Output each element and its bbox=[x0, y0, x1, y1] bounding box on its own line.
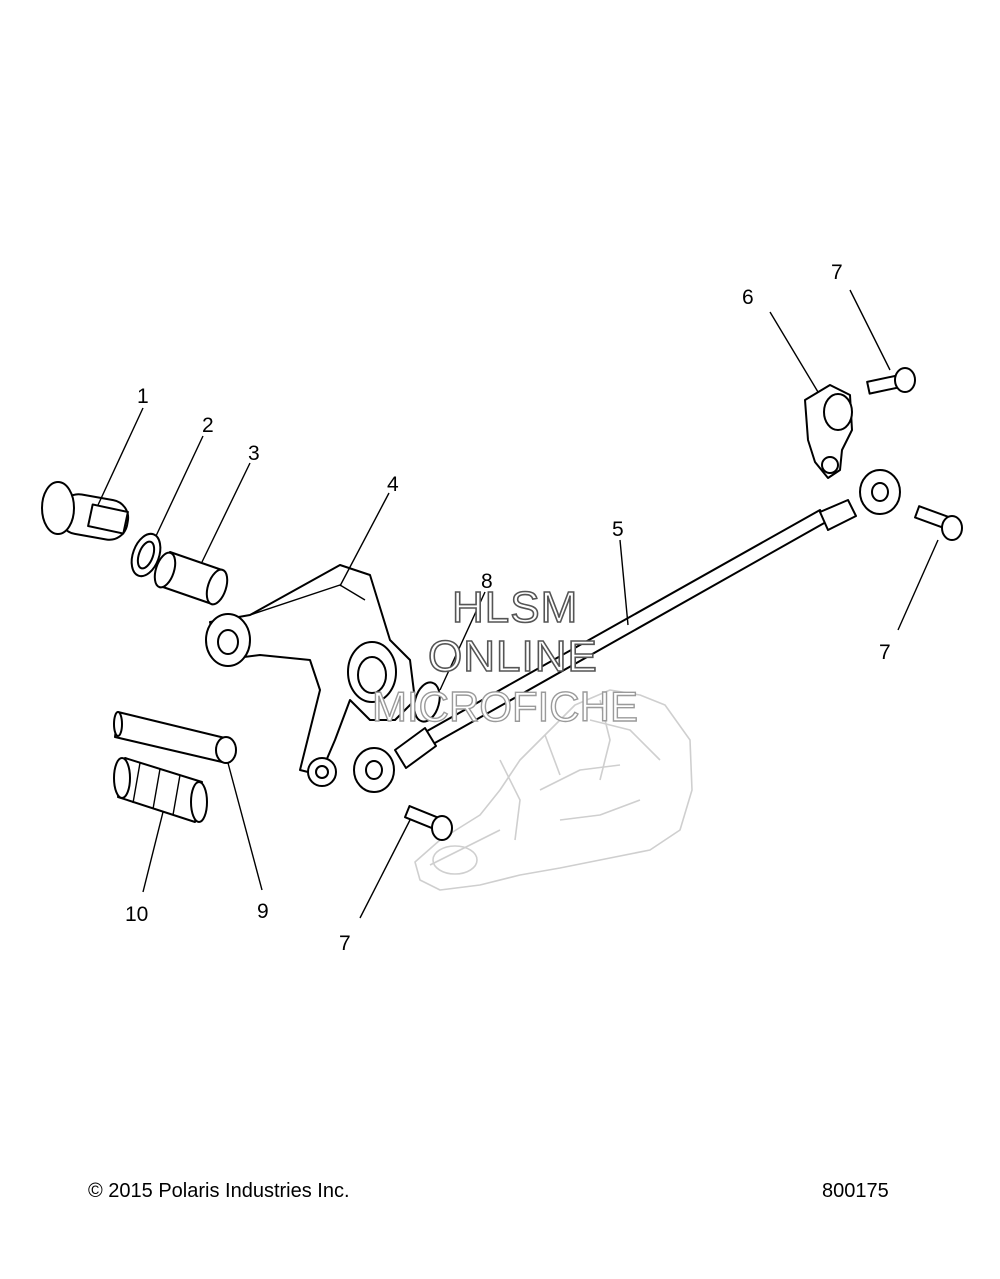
part-9-peg-pin bbox=[113, 711, 237, 764]
leader-lines bbox=[97, 289, 939, 919]
watermark: HLSM ONLINE MICROFICHE bbox=[371, 582, 638, 731]
part-5-shift-rod bbox=[353, 469, 901, 793]
callout-4: 4 bbox=[387, 473, 399, 496]
callout-1: 1 bbox=[137, 385, 149, 408]
part-3-bushing bbox=[153, 551, 229, 606]
watermark-line-3: MICROFICHE bbox=[372, 683, 638, 730]
copyright-text: © 2015 Polaris Industries Inc. bbox=[88, 1180, 350, 1202]
callout-7-bottom: 7 bbox=[339, 932, 351, 955]
callout-5: 5 bbox=[612, 518, 624, 541]
part-4-shift-lever bbox=[205, 564, 416, 787]
part-7-bolt-bottom bbox=[403, 805, 453, 841]
callout-9: 9 bbox=[257, 900, 269, 923]
callout-6: 6 bbox=[742, 286, 754, 309]
engine-housing-ghost bbox=[414, 689, 693, 891]
callout-2: 2 bbox=[202, 414, 214, 437]
drawing-number: 800175 bbox=[822, 1180, 889, 1202]
part-8-washer bbox=[413, 681, 441, 723]
watermark-line-1: HLSM bbox=[452, 583, 578, 632]
part-7-bolt-top bbox=[866, 367, 916, 395]
part-6-clamp-lever bbox=[804, 384, 853, 479]
callout-7-right: 7 bbox=[879, 641, 891, 664]
part-1-pivot-bolt bbox=[41, 481, 130, 541]
part-10-foot-peg bbox=[113, 757, 208, 823]
callout-3: 3 bbox=[248, 442, 260, 465]
callout-10: 10 bbox=[125, 903, 148, 926]
callout-7-top: 7 bbox=[831, 261, 843, 284]
watermark-line-2: ONLINE bbox=[428, 632, 598, 681]
part-2-washer bbox=[130, 532, 162, 578]
callout-8: 8 bbox=[481, 570, 493, 593]
part-7-bolt-right bbox=[914, 505, 963, 541]
callout-labels: 1 2 3 4 5 6 7 7 7 8 9 10 bbox=[125, 261, 891, 955]
